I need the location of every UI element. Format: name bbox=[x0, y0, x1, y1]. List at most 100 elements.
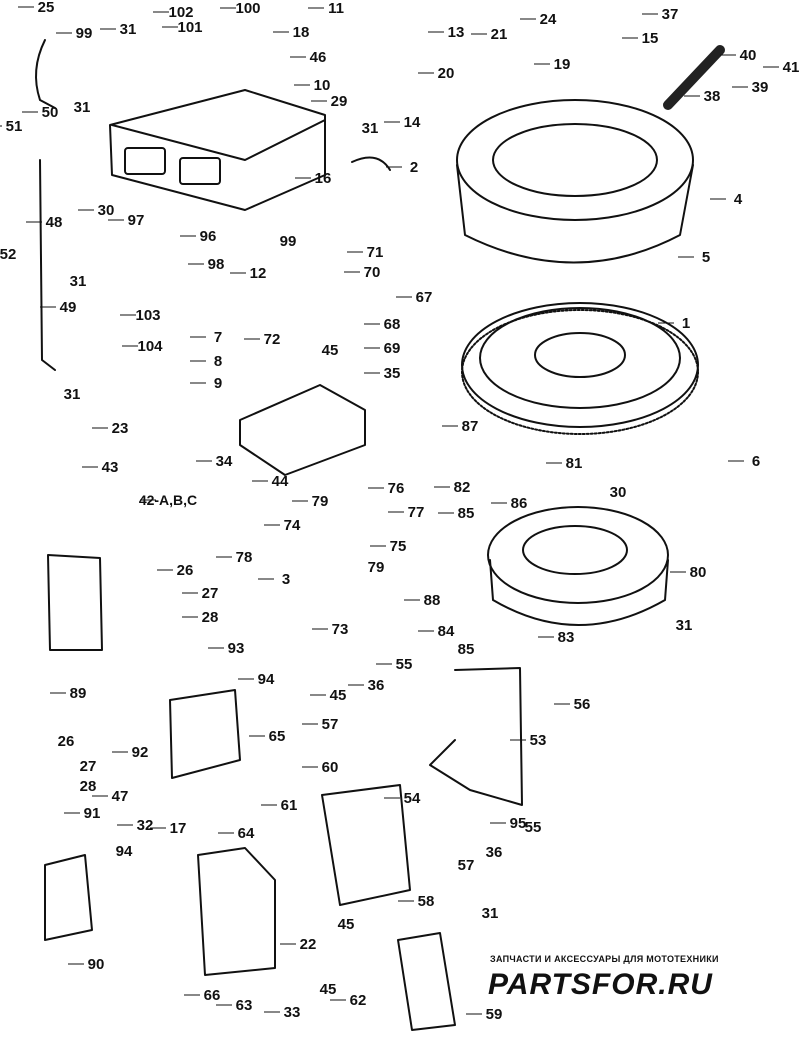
callout-24: 24 bbox=[540, 11, 557, 28]
callout-94: 94 bbox=[258, 671, 275, 688]
callout-34: 34 bbox=[216, 453, 233, 470]
callout-3: 3 bbox=[282, 571, 290, 588]
callout-50: 50 bbox=[42, 104, 59, 121]
callout-9: 9 bbox=[214, 375, 222, 392]
bracket-89 bbox=[47, 554, 103, 651]
leader-lines bbox=[0, 6, 779, 1015]
callout-89: 89 bbox=[70, 685, 87, 702]
callout-78: 78 bbox=[236, 549, 253, 566]
callout-28: 28 bbox=[202, 609, 219, 626]
callout-38: 38 bbox=[704, 88, 721, 105]
callout-33: 33 bbox=[284, 1004, 301, 1021]
callout-17: 17 bbox=[170, 820, 187, 837]
callout-27-repeat: 27 bbox=[80, 758, 97, 775]
callout-102: 102 bbox=[168, 4, 193, 21]
callout-28-repeat: 28 bbox=[80, 778, 97, 795]
callout-42-ABC: 42-A,B,C bbox=[139, 492, 197, 508]
module-90 bbox=[44, 854, 93, 941]
callout-43: 43 bbox=[102, 459, 119, 476]
callout-57: 57 bbox=[322, 716, 339, 733]
callout-91: 91 bbox=[84, 805, 101, 822]
callout-26: 26 bbox=[177, 562, 194, 579]
callout-95: 95 bbox=[510, 815, 527, 832]
callout-71: 71 bbox=[367, 244, 384, 261]
callout-90: 90 bbox=[88, 956, 105, 973]
callout-31-repeat: 31 bbox=[64, 386, 81, 403]
flywheel-ring-gear bbox=[461, 309, 699, 435]
callout-81: 81 bbox=[566, 455, 583, 472]
callout-20: 20 bbox=[438, 65, 455, 82]
callout-61: 61 bbox=[281, 797, 298, 814]
callout-27: 27 bbox=[202, 585, 219, 602]
callout-98: 98 bbox=[208, 256, 225, 273]
callout-52: 52 bbox=[0, 246, 16, 263]
flywheel-cover-opening bbox=[492, 123, 658, 197]
callout-15: 15 bbox=[642, 30, 659, 47]
callout-94-repeat: 94 bbox=[116, 843, 133, 860]
callout-103: 103 bbox=[135, 307, 160, 324]
flywheel-cover-skirt bbox=[456, 164, 694, 264]
callout-45-repeat: 45 bbox=[338, 916, 355, 933]
callout-8: 8 bbox=[214, 353, 222, 370]
tube-49 bbox=[39, 159, 56, 371]
callout-21: 21 bbox=[491, 26, 508, 43]
callout-6: 6 bbox=[752, 453, 760, 470]
hose-16 bbox=[351, 156, 391, 171]
callout-4: 4 bbox=[734, 191, 743, 208]
callout-23: 23 bbox=[112, 420, 129, 437]
callout-92: 92 bbox=[132, 744, 149, 761]
callout-53: 53 bbox=[530, 732, 547, 749]
callout-44: 44 bbox=[272, 473, 289, 490]
callout-99: 99 bbox=[76, 25, 93, 42]
callout-101: 101 bbox=[177, 19, 202, 36]
harness-38 bbox=[663, 45, 725, 110]
stator-outer bbox=[487, 506, 669, 604]
callout-31: 31 bbox=[120, 21, 137, 38]
callout-14: 14 bbox=[404, 114, 421, 131]
callout-67: 67 bbox=[416, 289, 433, 306]
ecu-body bbox=[109, 89, 326, 211]
callout-77: 77 bbox=[408, 504, 425, 521]
callout-99-repeat: 99 bbox=[280, 233, 297, 250]
callout-79-repeat: 79 bbox=[368, 559, 385, 576]
callout-49: 49 bbox=[60, 299, 77, 316]
callout-60: 60 bbox=[322, 759, 339, 776]
callout-72: 72 bbox=[264, 331, 281, 348]
callout-41: 41 bbox=[783, 59, 800, 76]
hose-25 bbox=[35, 39, 56, 109]
callout-26-repeat: 26 bbox=[58, 733, 75, 750]
callout-32: 32 bbox=[137, 817, 154, 834]
callout-76: 76 bbox=[388, 480, 405, 497]
callout-59: 59 bbox=[486, 1006, 503, 1023]
callout-88: 88 bbox=[424, 592, 441, 609]
callout-56: 56 bbox=[574, 696, 591, 713]
callout-79: 79 bbox=[312, 493, 329, 510]
watermark-logo: PARTSFOR.RU bbox=[488, 968, 713, 1001]
callout-labels: 1234567891011121314151617181920212223242… bbox=[0, 0, 799, 1023]
callout-96: 96 bbox=[200, 228, 217, 245]
callout-66: 66 bbox=[204, 987, 221, 1004]
power-pack bbox=[321, 784, 411, 906]
callout-82: 82 bbox=[454, 479, 471, 496]
callout-22: 22 bbox=[300, 936, 317, 953]
callout-74: 74 bbox=[284, 517, 301, 534]
callout-85: 85 bbox=[458, 505, 475, 522]
mounting-bracket bbox=[429, 667, 523, 806]
callout-51: 51 bbox=[6, 118, 23, 135]
callout-57-repeat: 57 bbox=[458, 857, 475, 874]
callout-29: 29 bbox=[331, 93, 348, 110]
gasket bbox=[397, 932, 456, 1031]
callout-58: 58 bbox=[418, 893, 435, 910]
callout-10: 10 bbox=[314, 77, 331, 94]
callout-30: 30 bbox=[98, 202, 115, 219]
callout-36: 36 bbox=[368, 677, 385, 694]
callout-68: 68 bbox=[384, 316, 401, 333]
callout-39: 39 bbox=[752, 79, 769, 96]
callout-45-repeat: 45 bbox=[320, 981, 337, 998]
callout-5: 5 bbox=[702, 249, 710, 266]
callout-83: 83 bbox=[558, 629, 575, 646]
callout-55: 55 bbox=[396, 656, 413, 673]
callout-47: 47 bbox=[112, 788, 129, 805]
callout-19: 19 bbox=[554, 56, 571, 73]
callout-75: 75 bbox=[390, 538, 407, 555]
